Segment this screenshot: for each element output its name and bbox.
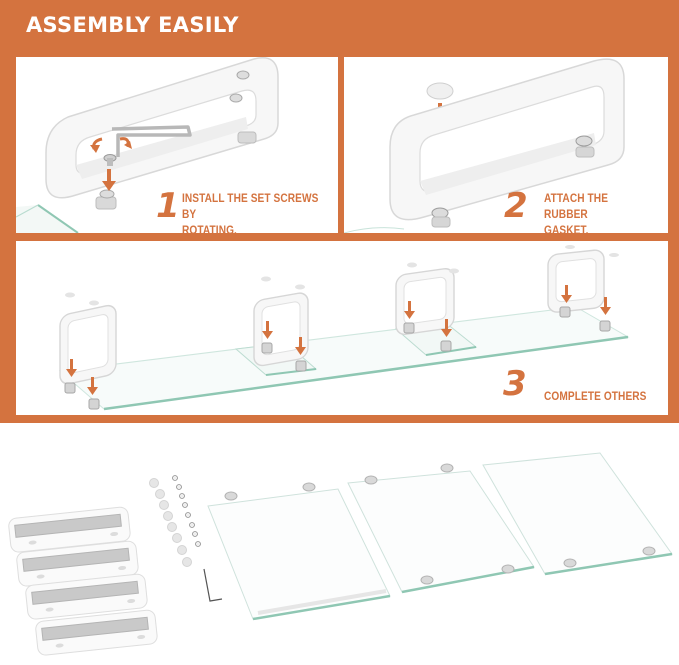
page-title: ASSEMBLY EASILY [26,13,239,37]
step-3-illustration [58,245,630,411]
step-2-illustration [344,58,625,233]
package-contents [0,423,679,665]
bracket-2 [253,276,309,372]
step-1-line-2: ROTATING. [182,225,237,233]
glass-panel-3 [482,452,673,576]
rubber-gaskets [149,478,192,567]
glass-panel-1 [207,482,391,621]
step-2-line-1: ATTACH THE RUBBER [544,193,609,221]
parts-illustration [8,452,673,656]
bracket-parts [8,506,158,656]
step-3-instruction: COMPLETE OTHERS [544,389,647,405]
hex-key [203,568,223,602]
set-screws [172,475,201,547]
step-1-instruction: INSTALL THE SET SCREWS BY ROTATING. [182,191,319,233]
glass-panel-2 [347,463,535,594]
bracket-3 [395,262,459,352]
step-3-number: 3 [503,364,527,404]
step-1-number: 1 [156,186,180,226]
step-3-line-1: COMPLETE OTHERS [544,391,647,403]
step-2-number: 2 [504,186,528,226]
step-2-panel: 2 ATTACH THE RUBBER GASKET. [344,57,668,233]
step-2-instruction: ATTACH THE RUBBER GASKET. [544,191,653,233]
step-2-line-2: GASKET. [544,225,589,233]
step-3-panel: 3 COMPLETE OTHERS [16,241,668,415]
bracket-4 [547,245,619,332]
step-1-line-1: INSTALL THE SET SCREWS BY [182,193,319,221]
step-1-panel: 1 INSTALL THE SET SCREWS BY ROTATING. [16,57,338,233]
step-1-illustration [16,57,279,233]
bracket-1 [59,292,117,410]
